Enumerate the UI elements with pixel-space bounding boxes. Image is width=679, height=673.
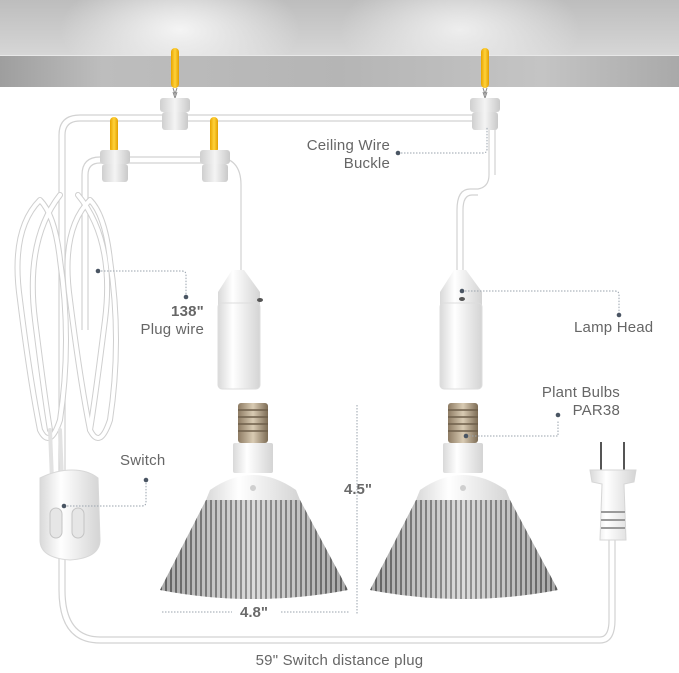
label-plant-bulbs-line2: PAR38 <box>572 402 620 419</box>
ceiling <box>0 0 679 55</box>
label-plug-wire-length: 138" <box>171 303 204 320</box>
ceiling-hook-3 <box>100 117 130 182</box>
label-ceiling-wire-buckle-line2: Buckle <box>343 155 390 172</box>
label-plant-bulbs: Plant Bulbs PAR38 <box>520 384 620 420</box>
ceiling-hook-1 <box>160 48 190 130</box>
dimension-bulb-height: 4.5" <box>344 481 372 498</box>
annotation-dots <box>61 150 622 509</box>
lamp-head-right <box>439 270 483 390</box>
label-switch-distance: 59" Switch distance plug <box>255 652 424 669</box>
ceiling-edge <box>0 55 679 87</box>
label-switch: Switch <box>120 452 166 469</box>
label-ceiling-wire-buckle: Ceiling Wire Buckle <box>286 137 390 173</box>
dimension-bulb-width: 4.8" <box>240 604 268 621</box>
label-ceiling-wire-buckle-line1: Ceiling Wire <box>306 137 390 154</box>
ceiling-hook-4 <box>200 117 230 182</box>
power-plug <box>589 442 637 541</box>
lamp-head-left <box>217 270 263 390</box>
label-plug-wire: 138" Plug wire <box>110 303 204 339</box>
inline-switch <box>39 469 101 561</box>
label-lamp-head: Lamp Head <box>574 319 654 336</box>
bulb-right <box>370 403 558 599</box>
coiled-plug-wire <box>14 192 119 482</box>
bulb-left <box>160 403 348 599</box>
label-plant-bulbs-line1: Plant Bulbs <box>541 384 620 401</box>
annotation-leaders <box>64 127 620 615</box>
label-plug-wire-text: Plug wire <box>140 321 204 338</box>
ceiling-hook-2 <box>470 48 500 130</box>
